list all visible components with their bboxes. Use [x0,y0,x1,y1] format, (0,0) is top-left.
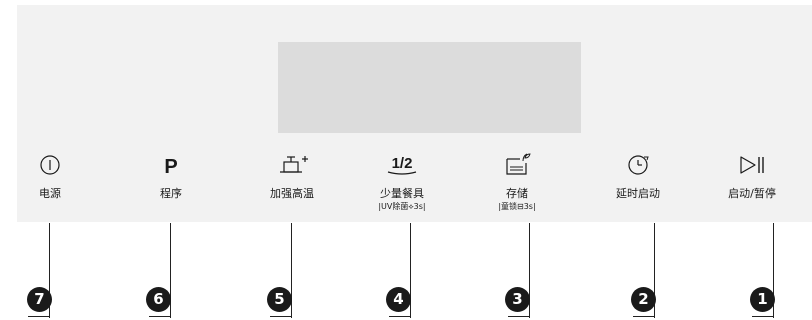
power-button[interactable]: 电源 [0,150,105,201]
power-label: 电源 [39,187,61,200]
play-pause-icon [740,156,764,174]
start-pause-button[interactable]: 启动/暂停 [697,150,807,201]
half-load-glyph: 1/2 [392,155,413,172]
leader-line-3 [529,223,530,318]
leader-foot-6 [149,316,171,317]
half-load-label: 少量餐具 [380,187,424,200]
marker-7: 7 [27,287,52,312]
leader-foot-5 [270,316,292,317]
control-panel [17,5,812,222]
heat-boost-button[interactable]: 加强高温 [237,150,347,201]
program-label: 程序 [160,187,182,200]
start-pause-label: 启动/暂停 [728,187,776,200]
program-icon: P [164,156,177,178]
marker-4: 4 [386,287,411,312]
delay-start-label: 延时启动 [616,187,660,200]
leader-foot-4 [389,316,411,317]
program-button[interactable]: P 程序 [116,150,226,201]
leader-foot-1 [752,316,774,317]
uv-sterilize-hint: |UV除菌⟡3s| [378,202,426,211]
leader-line-1 [773,223,774,318]
leader-line-2 [654,223,655,318]
storage-button[interactable]: 存储 |童锁⊟3s| [462,150,572,212]
storage-icon [506,153,531,175]
marker-5: 5 [267,287,292,312]
leader-line-5 [291,223,292,318]
clock-icon [628,155,649,175]
leader-line-7 [49,223,50,318]
storage-label: 存储 [506,187,528,200]
heat-boost-label: 加强高温 [270,187,314,200]
marker-3: 3 [505,287,530,312]
leader-line-6 [170,223,171,318]
leader-foot-3 [508,316,530,317]
leader-foot-2 [633,316,655,317]
marker-2: 2 [631,287,656,312]
half-load-icon: 1/2 [387,155,417,175]
half-load-button[interactable]: 1/2 少量餐具 |UV除菌⟡3s| [347,150,457,212]
power-icon [40,155,60,175]
marker-1: 1 [750,287,775,312]
leader-foot-7 [28,316,50,317]
delay-start-button[interactable]: 延时启动 [583,150,693,201]
child-lock-hint: |童锁⊟3s| [498,202,536,211]
marker-6: 6 [146,287,171,312]
heat-plus-icon [280,156,308,173]
leader-line-4 [410,223,411,318]
display-screen [278,42,581,133]
program-glyph: P [164,156,177,178]
